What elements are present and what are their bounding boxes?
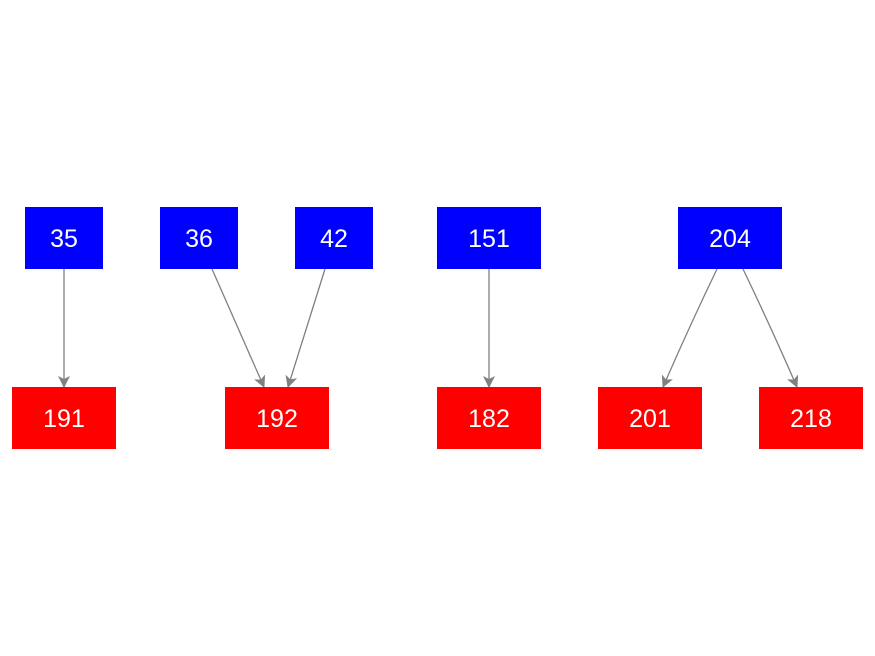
node-201: 201 <box>598 387 702 449</box>
node-box-218 <box>759 387 863 449</box>
edge-42-to-192 <box>285 268 326 388</box>
nodes-layer: 35 36 42 151 204 191 192 182 201 218 <box>12 207 863 449</box>
node-151: 151 <box>437 207 541 269</box>
node-box-201 <box>598 387 702 449</box>
node-label-36: 36 <box>185 225 213 253</box>
node-192: 192 <box>225 387 329 449</box>
node-box-192 <box>225 387 329 449</box>
edge-36-to-192 <box>211 268 266 388</box>
node-35: 35 <box>25 207 103 269</box>
node-box-42 <box>295 207 373 269</box>
node-label-191: 191 <box>43 405 85 433</box>
node-42: 42 <box>295 207 373 269</box>
node-label-218: 218 <box>790 405 832 433</box>
node-label-42: 42 <box>320 225 348 253</box>
node-label-192: 192 <box>256 405 298 433</box>
node-label-204: 204 <box>709 225 751 253</box>
node-36: 36 <box>160 207 238 269</box>
node-box-35 <box>25 207 103 269</box>
edge-204-to-218 <box>742 268 799 388</box>
node-box-204 <box>678 207 782 269</box>
node-218: 218 <box>759 387 863 449</box>
node-191: 191 <box>12 387 116 449</box>
node-label-35: 35 <box>50 225 78 253</box>
node-box-182 <box>437 387 541 449</box>
node-204: 204 <box>678 207 782 269</box>
node-label-151: 151 <box>468 225 510 253</box>
edges-layer <box>58 268 799 388</box>
node-box-151 <box>437 207 541 269</box>
node-label-182: 182 <box>468 405 510 433</box>
node-box-36 <box>160 207 238 269</box>
node-label-201: 201 <box>629 405 671 433</box>
edge-204-to-201 <box>661 268 718 388</box>
node-box-191 <box>12 387 116 449</box>
node-182: 182 <box>437 387 541 449</box>
